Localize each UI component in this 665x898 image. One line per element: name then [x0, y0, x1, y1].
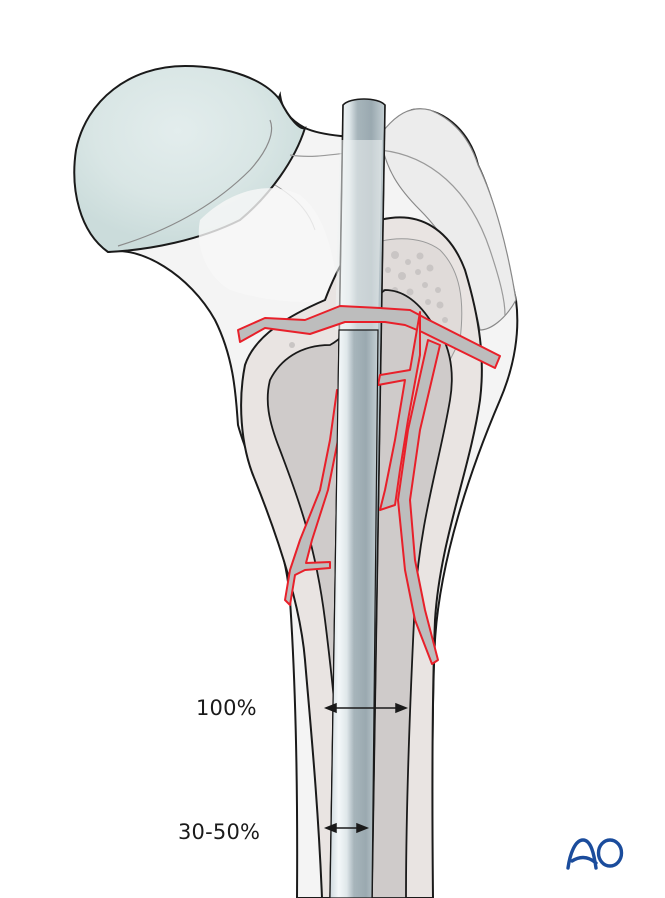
greater-trochanter	[379, 108, 517, 331]
nail-diameter-label-30-50: 30-50%	[178, 820, 261, 844]
fracture-lines	[237, 305, 501, 665]
nail-shaft-front	[329, 329, 379, 898]
neck-shading	[198, 188, 335, 302]
measurement-100-arrow	[323, 702, 409, 714]
measurement-3050-arrow	[323, 822, 370, 834]
head-neck-junction	[117, 119, 273, 247]
neck-contour	[289, 149, 506, 316]
ao-logo-icon	[566, 838, 624, 870]
canal-diameter-label-100: 100%	[196, 696, 257, 720]
nail-proximal-window	[335, 140, 382, 330]
